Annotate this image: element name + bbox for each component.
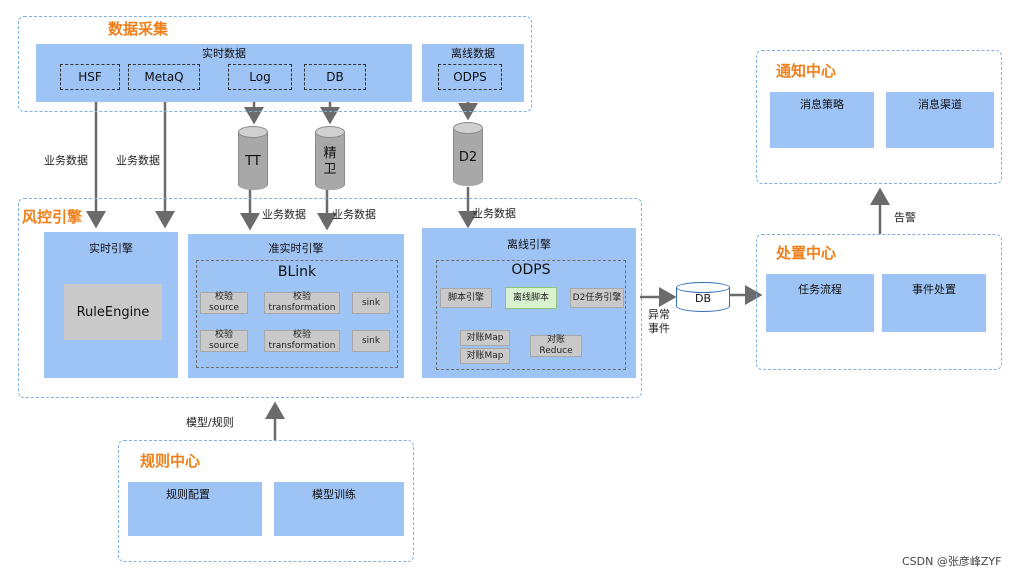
- rule-item-config-label: 规则配置: [166, 488, 210, 501]
- odps-title: ODPS: [511, 262, 551, 278]
- edge-label-biz-jingwei: 业务数据: [332, 208, 376, 221]
- rule-item-training: [274, 482, 404, 536]
- rule-center-title: 规则中心: [140, 452, 201, 470]
- notification-center-group: [756, 50, 1002, 184]
- risk-engine-title: 风控引擎: [22, 208, 83, 226]
- d2-engine-box: D2任务引擎: [570, 288, 624, 308]
- edge-label-biz-tt: 业务数据: [262, 208, 306, 221]
- realtime-engine-label: 实时引擎: [89, 242, 133, 255]
- realtime-data-label: 实时数据: [202, 47, 246, 60]
- blink-title: BLink: [277, 264, 317, 280]
- edge-label-model-rules: 模型/规则: [186, 416, 234, 429]
- db-cylinder: DB: [676, 282, 730, 312]
- notification-item-channel: [886, 92, 994, 148]
- offline-data-panel: [422, 44, 524, 102]
- near-realtime-engine-label: 准实时引擎: [268, 242, 324, 255]
- offline-engine-label: 离线引擎: [507, 238, 551, 251]
- risk-engine-group: [18, 198, 642, 398]
- map-box-1: 对账Map: [460, 330, 510, 346]
- edge-label-alert: 告警: [894, 211, 916, 224]
- jingwei-cylinder: 精卫: [315, 126, 345, 190]
- disposal-item-event: [882, 274, 986, 332]
- blink-transform-2: 校验 transformation: [264, 330, 340, 352]
- source-hsf: HSF: [60, 64, 120, 90]
- odps-frame: [436, 260, 626, 370]
- rule-item-training-label: 模型训练: [312, 488, 356, 501]
- blink-sink-2: sink: [352, 330, 390, 352]
- notification-center-title: 通知中心: [776, 62, 837, 80]
- blink-sink-1: sink: [352, 292, 390, 314]
- offline-data-label: 离线数据: [451, 47, 495, 60]
- source-db: DB: [304, 64, 366, 90]
- blink-source-1: 校验 source: [200, 292, 248, 314]
- edge-label-biz-d2: 业务数据: [472, 207, 516, 220]
- disposal-center-group: [756, 234, 1002, 370]
- edge-label-biz-metaq: 业务数据: [116, 154, 160, 167]
- edge-label-abnormal-event: 异常事件: [648, 308, 670, 335]
- d2-label: D2: [458, 150, 478, 165]
- script-ref-box: 脚本引擎: [440, 288, 492, 308]
- disposal-center-title: 处置中心: [776, 244, 837, 262]
- jingwei-label: 精卫: [323, 146, 337, 177]
- realtime-data-panel: [36, 44, 412, 102]
- notification-item-strategy: [770, 92, 874, 148]
- rule-engine-box: RuleEngine: [64, 284, 162, 340]
- data-collection-title: 数据采集: [108, 20, 169, 38]
- edge-label-biz-hsf: 业务数据: [44, 154, 88, 167]
- blink-transform-1: 校验 transformation: [264, 292, 340, 314]
- tt-cylinder: TT: [238, 126, 268, 190]
- source-log: Log: [228, 64, 292, 90]
- d2-cylinder: D2: [453, 122, 483, 186]
- disposal-item-event-label: 事件处置: [912, 283, 956, 296]
- tt-label: TT: [245, 154, 261, 169]
- source-metaq: MetaQ: [128, 64, 200, 90]
- blink-frame: [196, 260, 398, 368]
- csdn-watermark: CSDN @张彦峰ZYF: [902, 555, 1002, 568]
- map-box-2: 对账Map: [460, 348, 510, 364]
- blink-source-2: 校验 source: [200, 330, 248, 352]
- source-odps: ODPS: [438, 64, 502, 90]
- notification-item-channel-label: 消息渠道: [918, 98, 962, 111]
- notification-item-strategy-label: 消息策略: [800, 98, 844, 111]
- data-collection-group: [18, 16, 532, 112]
- db-label: DB: [694, 292, 712, 305]
- rule-center-group: [118, 440, 414, 562]
- disposal-item-workflow-label: 任务流程: [798, 283, 842, 296]
- reduce-box: 对账 Reduce: [530, 335, 582, 357]
- rule-item-config: [128, 482, 262, 536]
- offline-script-box: 离线脚本: [505, 287, 557, 309]
- disposal-item-workflow: [766, 274, 874, 332]
